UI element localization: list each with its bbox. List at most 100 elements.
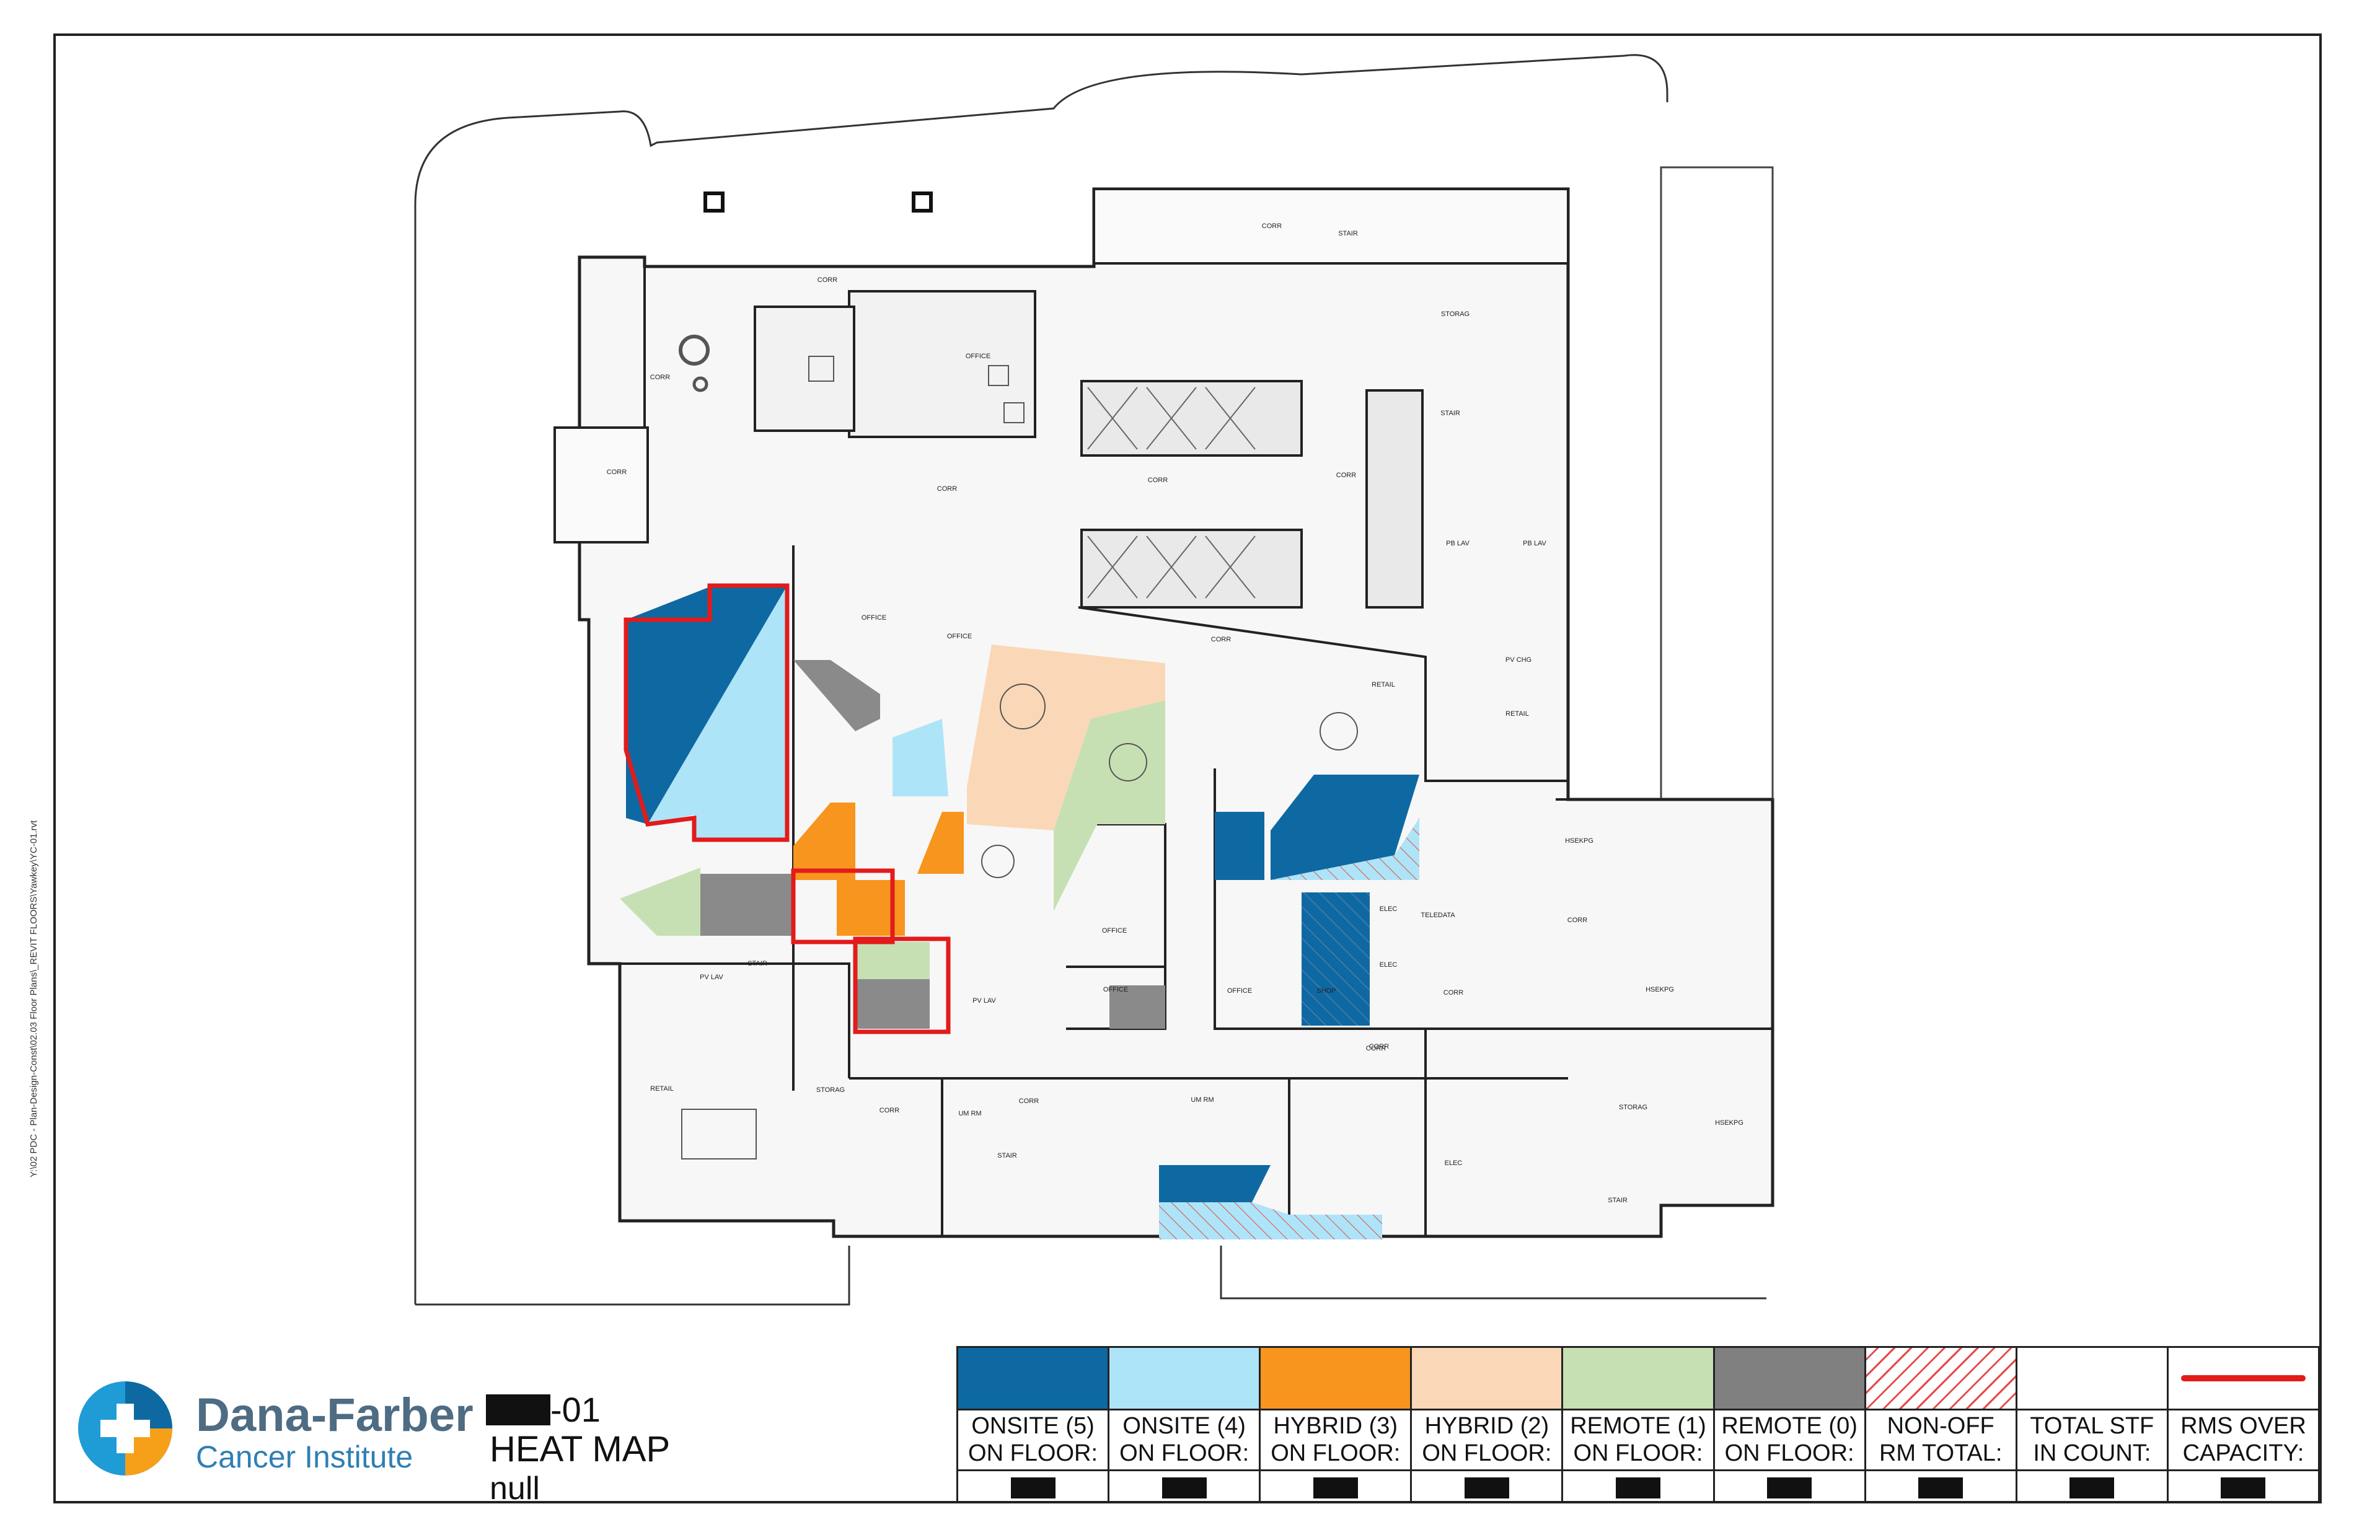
room-label: CORR — [1336, 472, 1356, 479]
room-label: CORR — [1262, 222, 1282, 230]
zone-gray-3 — [855, 979, 930, 1029]
north-block — [1093, 188, 1569, 265]
room-label: PV LAV — [972, 997, 996, 1005]
room-label: CORR — [937, 485, 957, 493]
sheet-subtitle: null — [490, 1471, 540, 1507]
zone-remote1 — [1054, 700, 1165, 911]
brand-subtitle: Cancer Institute — [196, 1440, 413, 1474]
zone-gray-2 — [700, 874, 793, 936]
heat-zones — [620, 586, 1419, 1239]
room-label: PB LAV — [1523, 540, 1546, 547]
room-label: UM RM — [1191, 1096, 1214, 1104]
zone-onsite5 — [626, 586, 787, 824]
room-label: STAIR — [1608, 1197, 1628, 1204]
dana-farber-logo-icon — [78, 1381, 172, 1476]
room-label: OFFICE — [1102, 927, 1127, 935]
legend-value-redacted — [1563, 1469, 1713, 1502]
room-label: HSEKPG — [1565, 837, 1593, 845]
room-label: OFFICE — [1227, 987, 1252, 995]
legend-swatch — [2017, 1348, 2167, 1410]
room-label: STORAG — [816, 1086, 845, 1094]
legend-swatch — [1563, 1348, 1713, 1410]
room-label: STAIR — [747, 960, 767, 967]
legend-swatch-hatch — [1866, 1348, 2016, 1410]
room-label: ELEC — [1445, 1159, 1463, 1167]
zone-onsite4-2 — [892, 719, 948, 796]
room-label: ELEC — [1380, 961, 1398, 969]
room-label: CORR — [650, 374, 670, 381]
brand-name: Dana-Farber — [196, 1389, 474, 1441]
room-label: STAIR — [1440, 410, 1460, 417]
legend-value-redacted — [958, 1469, 1108, 1502]
room-label: UM RM — [958, 1110, 981, 1117]
sheet-title: HEAT MAP — [490, 1429, 671, 1469]
legend-swatch — [1109, 1348, 1259, 1410]
legend-onsite-4: ONSITE (4)ON FLOOR: — [1109, 1348, 1261, 1502]
legend-swatch — [1261, 1348, 1411, 1410]
legend-value-redacted — [2017, 1469, 2167, 1502]
zone-gray-4 — [1109, 985, 1165, 1029]
room-label: RETAIL — [650, 1085, 674, 1093]
legend-onsite-5: ONSITE (5)ON FLOOR: — [958, 1348, 1110, 1502]
heat-map-legend: ONSITE (5)ON FLOOR: ONSITE (4)ON FLOOR: … — [956, 1346, 2320, 1503]
zone-remote1-2 — [620, 868, 700, 936]
room-label: STAIR — [997, 1152, 1017, 1159]
zone-onsite4-3 — [1271, 818, 1419, 880]
zone-gray-1 — [793, 660, 880, 731]
room-label: CORR — [1369, 1043, 1389, 1050]
pillar-2 — [912, 191, 933, 213]
room-label: CORR — [879, 1107, 899, 1114]
zone-orange-3 — [917, 812, 964, 874]
legend-hybrid-2: HYBRID (2)ON FLOOR: — [1412, 1348, 1564, 1502]
site-outline — [414, 54, 1668, 1305]
legend-swatch — [1412, 1348, 1562, 1410]
room-label: PV LAV — [700, 974, 723, 981]
legend-value-redacted — [1261, 1469, 1411, 1502]
legend-swatch — [958, 1348, 1108, 1410]
zone-onsite5-2 — [1271, 775, 1419, 880]
room-label: PV CHG — [1505, 656, 1532, 664]
legend-hybrid-3: HYBRID (3)ON FLOOR: — [1261, 1348, 1413, 1502]
room-label: OFFICE — [947, 633, 972, 640]
zone-onsite5-4 — [1302, 892, 1370, 1026]
room-label: OFFICE — [862, 614, 886, 622]
redaction-block — [486, 1394, 550, 1425]
room-label: CORR — [1567, 917, 1587, 924]
legend-remote-0: REMOTE (0)ON FLOOR: — [1714, 1348, 1866, 1502]
room-label: CORR — [1443, 989, 1463, 997]
room-label: PB LAV — [1446, 540, 1470, 547]
room-label: CORR — [1211, 636, 1231, 643]
zone-onsite4-4 — [1159, 1202, 1382, 1239]
over-capacity-outlines — [624, 583, 951, 1034]
room-label: HSEKPG — [1715, 1119, 1743, 1127]
room-label: CORR — [1019, 1098, 1039, 1105]
legend-value-redacted — [2168, 1469, 2318, 1502]
room-labels: CORR CORR CORR STAIR STORAG OFFICE CORR … — [607, 222, 1743, 1204]
site-outline-lower — [415, 1246, 1766, 1306]
east-annex — [1660, 166, 1774, 801]
west-entry — [553, 426, 649, 543]
zone-onsite5-5 — [1159, 1165, 1271, 1202]
legend-swatch — [1714, 1348, 1864, 1410]
legend-remote-1: REMOTE (1)ON FLOOR: — [1563, 1348, 1715, 1502]
room-label: ELEC — [1380, 905, 1398, 913]
room-label: STORAG — [1619, 1104, 1647, 1111]
legend-swatch-line — [2168, 1348, 2318, 1410]
room-label: TELEDATA — [1421, 912, 1455, 919]
room-label: CORR — [818, 276, 837, 284]
zone-orange-1 — [793, 803, 855, 880]
room-label: STORAG — [1441, 310, 1470, 318]
room-label: OFFICE — [1103, 986, 1128, 993]
room-label: CORR — [1366, 1045, 1386, 1052]
room-label: OFFICE — [966, 353, 990, 360]
legend-value-redacted — [1714, 1469, 1864, 1502]
room-label: HSEKPG — [1646, 986, 1674, 993]
room-label: CORR — [1148, 477, 1168, 484]
legend-value-redacted — [1412, 1469, 1562, 1502]
legend-value-redacted — [1109, 1469, 1259, 1502]
elevator-core — [754, 290, 1424, 609]
room-label: SHOP — [1316, 987, 1336, 995]
